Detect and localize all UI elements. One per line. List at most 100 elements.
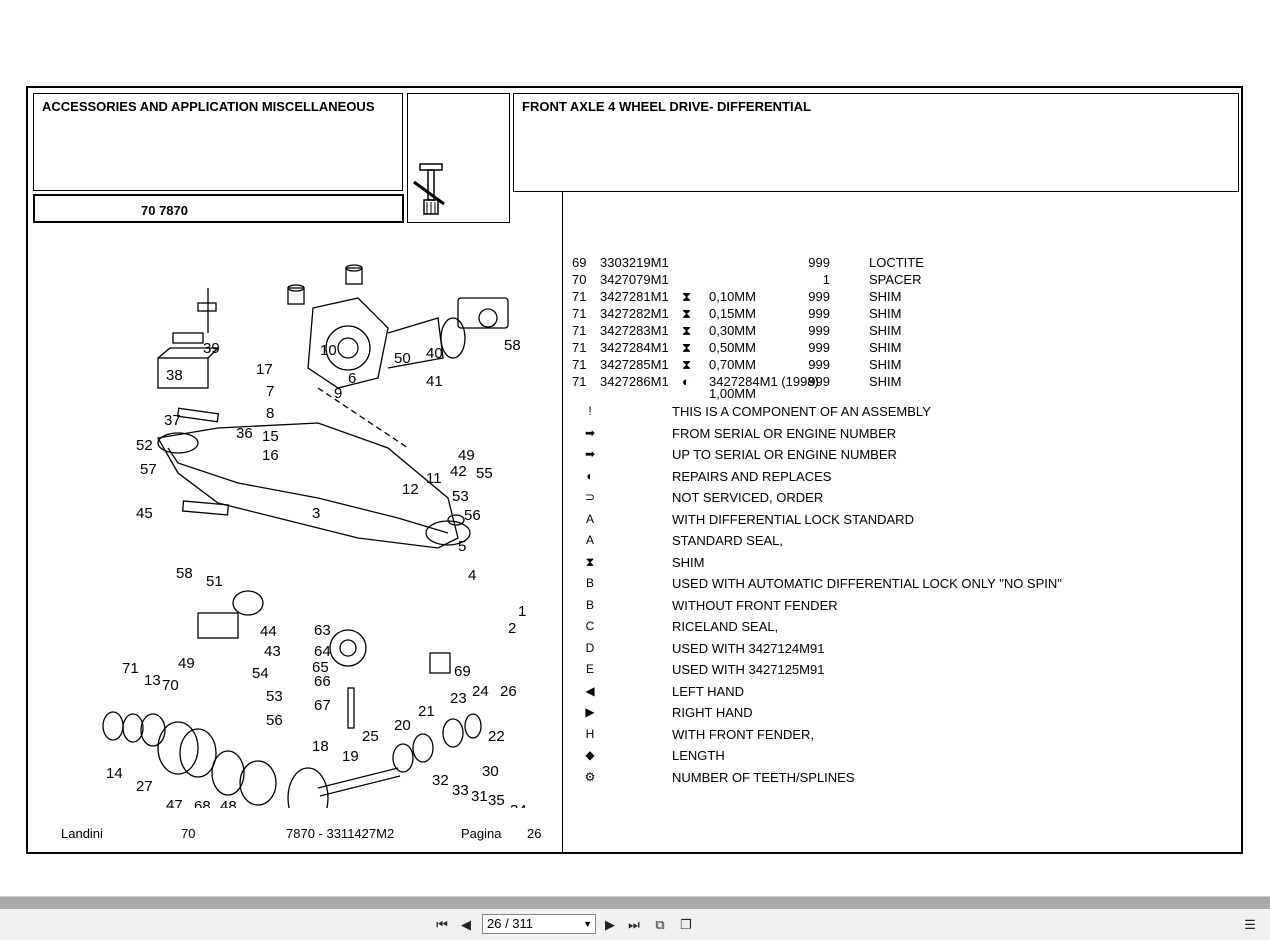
legend-symbol-icon: ◀	[585, 683, 595, 698]
diagram-callout-label: 58	[504, 337, 521, 354]
legend-symbol-icon: D	[585, 640, 595, 655]
section-title: ACCESSORIES AND APPLICATION MISCELLANEOU…	[42, 99, 375, 114]
diagram-callout-label: 53	[452, 488, 469, 505]
part-desc: SHIM	[869, 340, 902, 355]
diagram-callout-label: 48	[220, 798, 237, 808]
page-selector[interactable]: 26 / 311 ▼	[482, 914, 596, 934]
diagram-callout-label: 3	[312, 505, 320, 522]
legend-text: WITHOUT FRONT FENDER	[672, 597, 838, 613]
diagram-callout-label: 56	[464, 507, 481, 524]
diagram-callout-label: 44	[260, 623, 277, 640]
diagram-callout-label: 7	[266, 383, 274, 400]
legend-symbol-icon: ◆	[585, 748, 595, 762]
diagram-callout-label: 54	[252, 665, 269, 682]
legend-symbol-icon: B	[585, 576, 594, 590]
legend-symbol-icon: ▶	[585, 705, 595, 719]
column-divider	[562, 192, 563, 854]
section-title-box: ACCESSORIES AND APPLICATION MISCELLANEOU…	[33, 93, 403, 191]
diagram-callout-label: 26	[500, 683, 517, 700]
diagram-callout-label: 1	[518, 603, 526, 620]
diagram-callout-label: 14	[106, 765, 123, 782]
diagram-callout-label: 66	[314, 673, 331, 690]
diagram-callout-label: 55	[476, 465, 493, 482]
diagram-callout-label: 63	[314, 622, 331, 639]
next-page-icon[interactable]: ▶	[605, 917, 615, 932]
legend-text: STANDARD SEAL,	[672, 533, 784, 548]
sidebar-toggle-icon[interactable]: ☰	[1244, 917, 1256, 932]
part-number: 3427283M1	[600, 323, 669, 338]
part-number: 3303219M1	[600, 255, 669, 270]
part-ref: 71	[572, 323, 587, 338]
part-qty: 999	[808, 255, 830, 270]
diagram-callout-label: 35	[488, 792, 505, 808]
diagram-callout-label: 37	[164, 412, 181, 429]
legend-symbol-icon: A	[585, 533, 594, 547]
diagram-callout-label: 50	[394, 350, 411, 367]
group-code-box: 70 7870	[33, 194, 404, 223]
legend-text: THIS IS A COMPONENT OF AN ASSEMBLY	[672, 404, 931, 419]
legend-symbol-icon: ➡	[584, 425, 596, 440]
legend-text: NUMBER OF TEETH/SPLINES	[672, 769, 855, 785]
diagram-callout-label: 67	[314, 697, 331, 714]
part-qty: 999	[808, 323, 830, 338]
diagram-callout-label: 20	[394, 717, 411, 734]
diagram-callout-label: 11	[426, 470, 442, 487]
diagram-callout-label: 53	[266, 688, 283, 705]
category-icon-box	[407, 93, 510, 223]
diagram-callout-label: 39	[203, 340, 220, 357]
legend-symbol-icon: ⊃	[584, 490, 596, 504]
part-spec: 0,50MM	[709, 340, 756, 355]
legend-symbol-icon: ⚙	[584, 769, 596, 784]
diagram-callout-label: 27	[136, 778, 153, 795]
diagram-callout-label: 52	[136, 437, 153, 454]
legend-text: RIGHT HAND	[672, 705, 753, 720]
part-ref: 71	[572, 306, 587, 321]
diagram-callout-label: 70	[162, 677, 179, 694]
part-ref: 71	[572, 357, 587, 372]
part-number: 3427286M1	[600, 374, 669, 389]
rotate-icon[interactable]: ⧉	[655, 917, 665, 932]
part-desc: SHIM	[869, 306, 902, 321]
diagram-callout-label: 47	[166, 797, 183, 808]
diagram-callout-label: 32	[432, 772, 449, 789]
diagram-callout-label: 6	[348, 370, 356, 387]
legend-text: USED WITH AUTOMATIC DIFFERENTIAL LOCK ON…	[672, 576, 1062, 591]
part-qty: 999	[808, 340, 830, 355]
page-indicator: 26 / 311	[487, 916, 534, 931]
toolbar-separator	[0, 897, 1270, 909]
diagram-callout-label: 69	[454, 663, 471, 680]
legend-text: REPAIRS AND REPLACES	[672, 468, 832, 484]
part-desc: SHIM	[869, 289, 902, 304]
legend-symbol-icon: C	[585, 619, 595, 633]
diagram-callout-label: 22	[488, 728, 505, 745]
shim-icon: ⧗	[682, 357, 692, 372]
diagram-callout-label: 33	[452, 782, 469, 799]
part-desc: SHIM	[869, 374, 902, 389]
part-number: 3427282M1	[600, 306, 669, 321]
diagram-callout-label: 71	[122, 660, 139, 677]
diagram-callout-label: 65	[312, 659, 329, 676]
diagram-callout-label: 18	[312, 738, 329, 755]
part-qty: 999	[808, 306, 830, 321]
legend-text: USED WITH 3427124M91	[672, 640, 825, 656]
part-desc: SHIM	[869, 357, 902, 372]
diagram-callout-label: 16	[262, 447, 279, 464]
footer-brand: Landini	[61, 826, 103, 841]
diagram-callout-label: 8	[266, 405, 274, 422]
legend-symbol-icon: ◐	[586, 468, 594, 483]
catalog-page: ACCESSORIES AND APPLICATION MISCELLANEOU…	[26, 86, 1243, 854]
legend-text: USED WITH 3427125M91	[672, 662, 825, 677]
prev-page-icon[interactable]: ◀	[461, 917, 471, 932]
part-number: 3427285M1	[600, 357, 669, 372]
part-qty: 999	[808, 374, 830, 389]
diagram-callout-label: 57	[140, 461, 157, 478]
first-page-icon[interactable]: ⏮	[436, 917, 448, 932]
diagram-callout-label: 43	[264, 643, 281, 660]
last-page-icon[interactable]: ⏭	[628, 917, 640, 932]
legend-symbol-icon: !	[588, 404, 592, 418]
diagram-callout-label: 40	[426, 345, 443, 362]
fit-page-icon[interactable]: ❐	[680, 917, 692, 932]
diagram-callout-label: 25	[362, 728, 379, 745]
diagram-callout-label: 2	[508, 620, 516, 637]
